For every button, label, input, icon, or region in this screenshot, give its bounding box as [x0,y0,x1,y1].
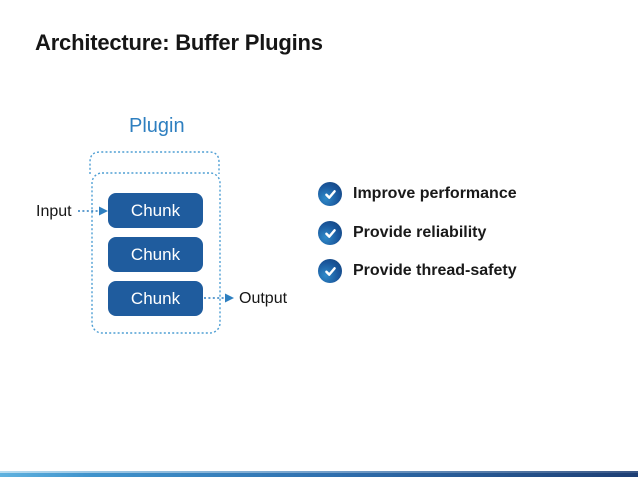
plugin-stack-back-outline [89,151,220,174]
check-circle-icon [318,259,342,283]
output-label: Output [239,290,288,307]
output-arrow-head [225,293,234,303]
chunk-block-1: Chunk [108,193,203,228]
input-arrow-head [99,206,108,216]
slide-title: Architecture: Buffer Plugins [35,30,323,55]
chunk-block-3: Chunk [108,281,203,316]
plugin-label: Plugin [129,115,185,137]
chunk-label: Chunk [130,244,181,264]
check-circle-icon [318,182,342,206]
bullet-label: Improve performance [353,185,517,202]
chunk-label: Chunk [130,288,181,308]
chunk-label: Chunk [130,200,181,220]
check-circle-icon [318,221,342,245]
bullet-provide-reliability: Provide reliability [318,221,486,245]
bullet-label: Provide reliability [353,224,487,241]
bullet-label: Provide thread-safety [353,262,517,279]
input-label: Input [36,203,72,220]
bullet-provide-thread-safety: Provide thread-safety [318,259,517,283]
chunk-block-2: Chunk [108,237,203,272]
footer-gradient-bar [0,471,638,477]
bullet-improve-performance: Improve performance [318,182,517,206]
